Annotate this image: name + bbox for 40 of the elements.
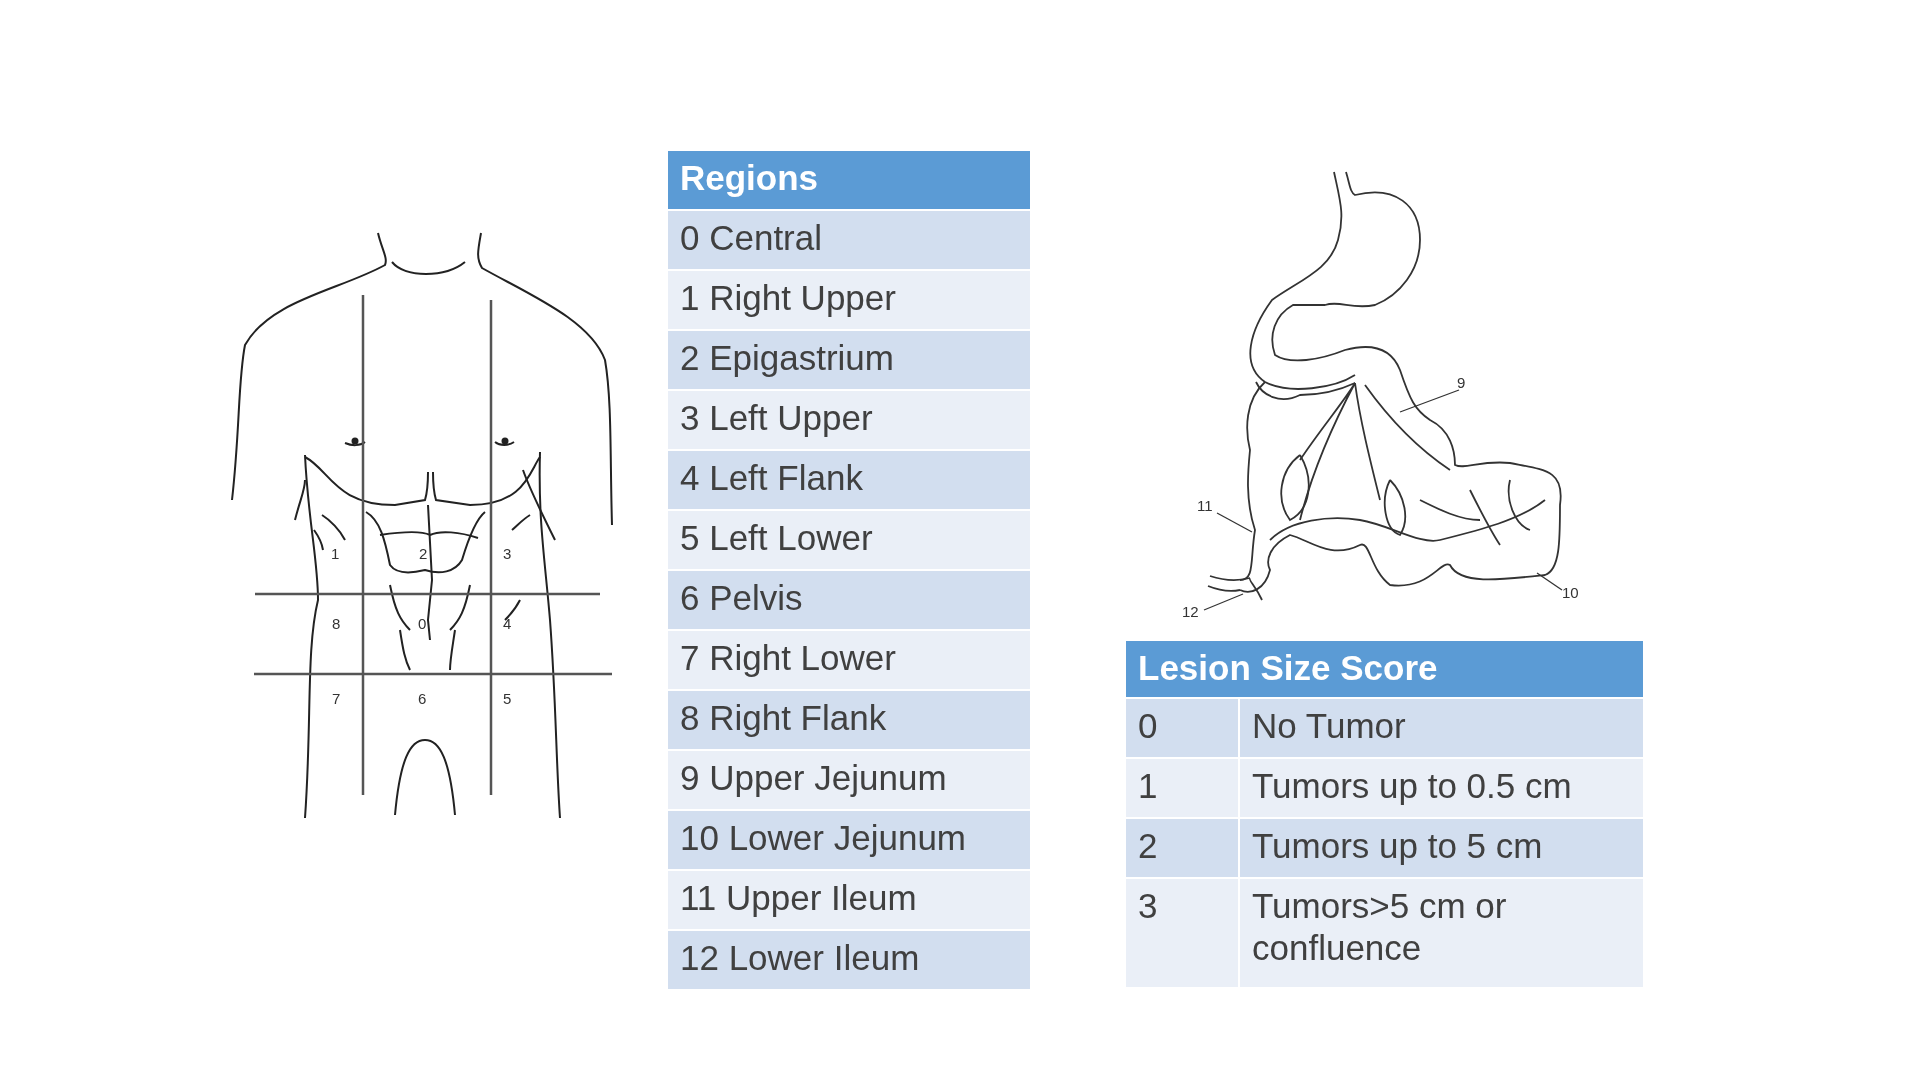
callout-number: 12	[1182, 604, 1199, 620]
table-cell: 9 Upper Jejunum	[668, 751, 1030, 809]
table-header: Regions	[668, 151, 1030, 209]
table-header: Lesion Size Score	[1126, 641, 1643, 697]
table-cell: 12 Lower Ileum	[668, 931, 1030, 989]
table-cell: 7 Right Lower	[668, 631, 1030, 689]
leader-line	[1216, 512, 1253, 533]
table-cell: 2 Epigastrium	[668, 331, 1030, 389]
table-cell: 1 Right Upper	[668, 271, 1030, 329]
table-cell: Tumors up to 5 cm	[1240, 819, 1643, 877]
table-cell: 6 Pelvis	[668, 571, 1030, 629]
region-number: 7	[332, 691, 341, 707]
region-number: 5	[503, 691, 512, 707]
table-cell: 2	[1126, 819, 1238, 877]
table-cell: 3 Left Upper	[668, 391, 1030, 449]
table-cell: 8 Right Flank	[668, 691, 1030, 749]
leader-line	[1203, 593, 1244, 611]
table-cell: 0	[1126, 699, 1238, 757]
region-number: 0	[418, 616, 427, 632]
leader-line	[1536, 572, 1563, 591]
callout-number: 10	[1562, 585, 1579, 601]
region-number: 3	[503, 546, 512, 562]
table-cell: 4 Left Flank	[668, 451, 1030, 509]
region-number: 2	[419, 546, 428, 562]
leader-line	[1399, 389, 1460, 413]
table-cell: 10 Lower Jejunum	[668, 811, 1030, 869]
table-cell: 3	[1126, 879, 1238, 987]
table-cell: Tumors>5 cm or confluence	[1240, 879, 1643, 987]
region-number: 6	[418, 691, 427, 707]
region-number: 1	[331, 546, 340, 562]
table-cell: No Tumor	[1240, 699, 1643, 757]
table-cell: 11 Upper Ileum	[668, 871, 1030, 929]
region-number: 4	[503, 616, 512, 632]
table-cell: Tumors up to 0.5 cm	[1240, 759, 1643, 817]
table-cell: 0 Central	[668, 211, 1030, 269]
table-cell: 5 Left Lower	[668, 511, 1030, 569]
callout-number: 11	[1197, 498, 1213, 514]
region-number: 8	[332, 616, 341, 632]
table-cell: 1	[1126, 759, 1238, 817]
callout-number: 9	[1457, 375, 1466, 391]
